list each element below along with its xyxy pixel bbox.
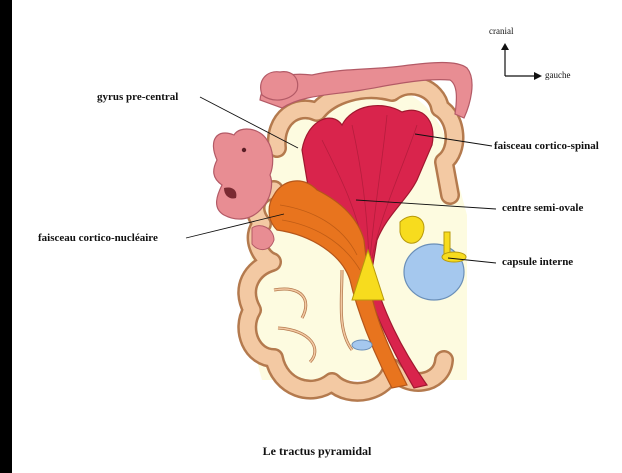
label-capsule-interne: capsule interne (502, 256, 573, 269)
diagram-frame: cranial gauche gyrus pre-central faiscea… (12, 0, 622, 473)
gauche-label: gauche (545, 70, 570, 81)
label-gyrus-pre-central: gyrus pre-central (97, 91, 178, 104)
caudate-nucleus (400, 216, 424, 243)
arrow-right-head (534, 72, 542, 80)
homunculus-face (213, 129, 272, 219)
cranial-label: cranial (489, 26, 513, 37)
arrow-up-head (501, 43, 509, 50)
fornix (444, 232, 450, 254)
homunculus-hand (261, 72, 298, 100)
ventricle-small (352, 340, 372, 350)
orientation-arrows (505, 48, 536, 76)
label-faisceau-cortico-nucleaire: faisceau cortico-nucléaire (38, 232, 158, 245)
diagram-caption: Le tractus pyramidal (12, 444, 622, 459)
label-centre-semi-ovale: centre semi-ovale (502, 202, 583, 215)
homunculus-eye (242, 148, 246, 152)
thalamus-tip (442, 252, 466, 262)
label-faisceau-cortico-spinal: faisceau cortico-spinal (494, 140, 599, 153)
